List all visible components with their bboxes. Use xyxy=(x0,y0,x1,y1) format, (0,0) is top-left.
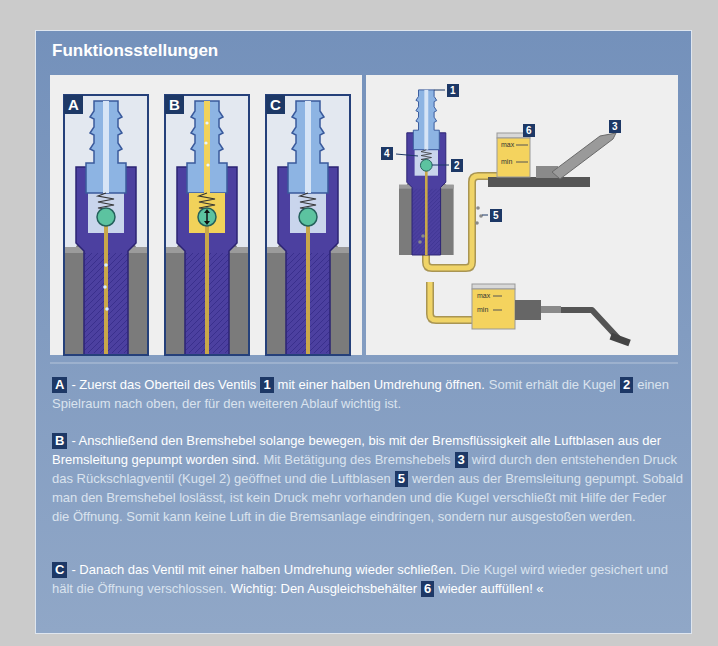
inline-badge: 5 xyxy=(395,471,408,487)
step-paragraph: C - Danach das Ventil mit einer halben Um… xyxy=(52,560,684,598)
position-letter: B xyxy=(165,95,184,114)
callout-number: 5 xyxy=(490,209,502,222)
inline-badge: B xyxy=(52,433,67,449)
step-paragraph: B- Anschließend den Bremshebel solange b… xyxy=(52,431,684,526)
level-mark: min xyxy=(501,158,512,166)
inline-badge: 2 xyxy=(620,377,633,393)
level-mark: min xyxy=(477,306,488,314)
instruction-text: mit einer halben Umdrehung öffnen. xyxy=(278,377,485,392)
level-mark: max xyxy=(501,141,514,149)
inline-badge: A xyxy=(52,377,67,393)
callout-number: 2 xyxy=(451,159,463,172)
inline-badge: 1 xyxy=(260,377,273,393)
level-mark: max xyxy=(477,292,490,300)
instruction-text: wieder auffüllen! « xyxy=(438,581,543,596)
position-letter: C xyxy=(266,95,285,114)
inline-badge: 3 xyxy=(455,452,468,468)
explanation-text: Mit Betätigung des Bremshebels xyxy=(263,452,450,467)
callout-number: 6 xyxy=(523,124,535,137)
position-letter: A xyxy=(64,95,83,114)
step-paragraph: A - Zuerst das Oberteil des Ventils 1 mit e… xyxy=(52,375,684,413)
instruction-text: - Zuerst das Oberteil des Ventils xyxy=(71,377,256,392)
explanation-text: Somit erhält die Kugel xyxy=(489,377,616,392)
instruction-text: - Danach das Ventil mit einer halben Umd… xyxy=(71,562,456,577)
callout-number: 4 xyxy=(381,147,393,160)
inline-badge: 6 xyxy=(421,581,434,597)
panel-title: Funktionsstellungen xyxy=(52,40,218,62)
inline-badge: C xyxy=(52,562,67,578)
callout-number: 1 xyxy=(447,84,459,97)
instruction-text: Wichtig: Den Ausgleichsbehälter xyxy=(231,581,417,596)
callout-number: 3 xyxy=(609,120,621,133)
